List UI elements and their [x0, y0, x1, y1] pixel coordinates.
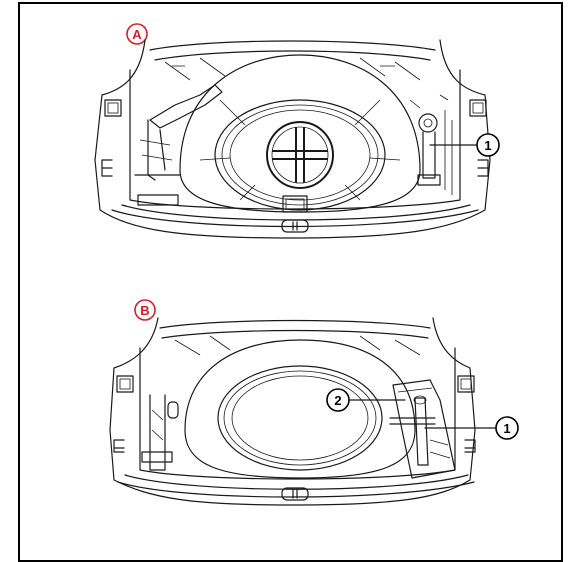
- callout-b2-text: 2: [334, 393, 341, 408]
- jack-a: [134, 84, 223, 206]
- trunk-diagram: A: [94, 23, 519, 506]
- spare-wheel-a: [179, 54, 421, 213]
- callout-b1-text: 1: [503, 421, 510, 436]
- panel-b-label: B: [134, 299, 156, 321]
- callout-a1-text: 1: [484, 138, 491, 153]
- panel-a: A: [94, 23, 500, 239]
- tool-kit-b: [389, 379, 456, 479]
- callout-b2: 2: [326, 388, 406, 412]
- callout-a1: 1: [429, 133, 500, 157]
- spare-wheel-b: [184, 339, 416, 479]
- panel-b: B: [109, 299, 519, 506]
- tool-a: [409, 94, 453, 195]
- panel-a-label-text: A: [132, 27, 142, 42]
- trunk-outline-a: [94, 39, 491, 239]
- panel-a-label: A: [126, 23, 148, 45]
- panel-b-label-text: B: [140, 303, 149, 318]
- trunk-outline-b: [109, 317, 476, 506]
- callout-b1: 1: [424, 416, 519, 440]
- diagram-frame: [18, 2, 563, 562]
- jack-b: [141, 394, 179, 471]
- latch-a: [281, 195, 309, 233]
- latch-b: [281, 487, 309, 501]
